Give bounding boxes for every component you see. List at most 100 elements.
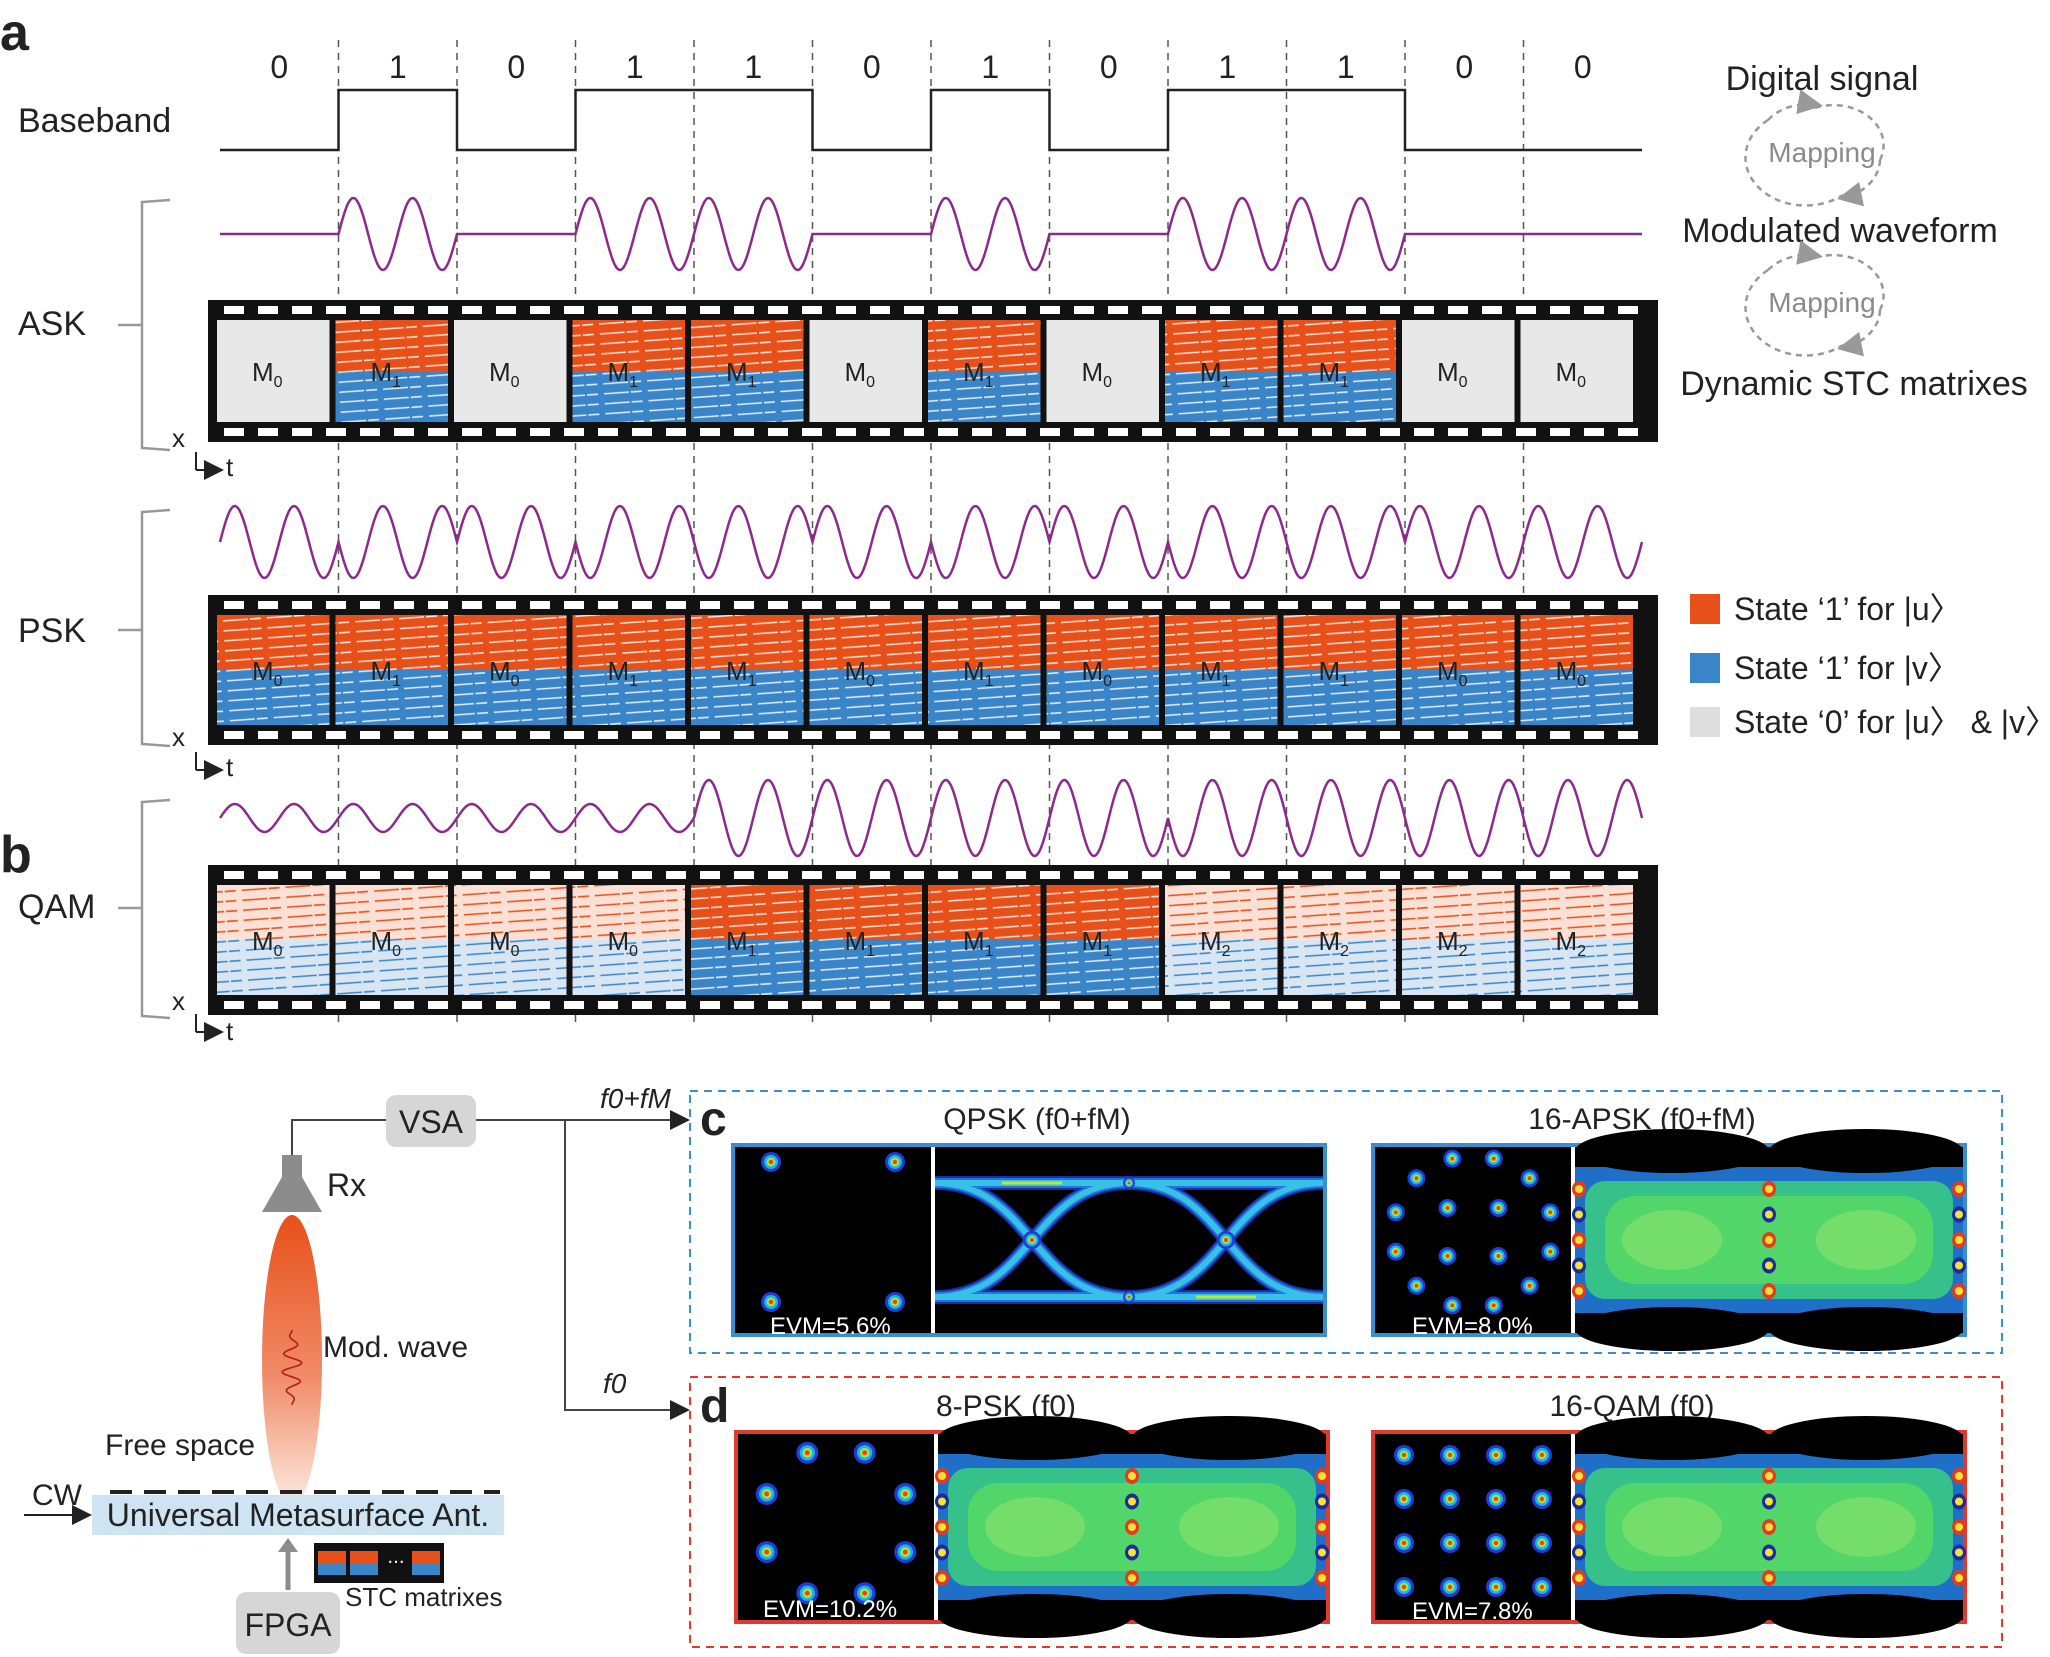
qpsk-evm: EVM=5.6% bbox=[770, 1313, 891, 1340]
constellation-diagram bbox=[735, 1147, 931, 1333]
stc-matrix-frame: M0 bbox=[572, 885, 685, 995]
stc-matrix-frame: M1 bbox=[691, 320, 804, 422]
panel-b: VSA f0+fM f0 Rx Mod. wave Free space Uni… bbox=[24, 1083, 690, 1654]
matrix-label: M1 bbox=[607, 357, 638, 391]
eye-diagram bbox=[1572, 1416, 1966, 1638]
stc-matrix-frame: M0 bbox=[1402, 320, 1515, 422]
modulated-beam bbox=[262, 1215, 322, 1505]
stc-matrix-frame: M1 bbox=[572, 320, 685, 422]
stc-matrix-frame: M1 bbox=[1283, 320, 1396, 422]
bit-label: 1 bbox=[626, 49, 644, 85]
bit-label: 0 bbox=[1574, 49, 1592, 85]
stc-matrix-frame: M0 bbox=[809, 320, 922, 422]
qam16-plot bbox=[1371, 1416, 1967, 1638]
legend-text-zero: State ‘0’ for |u〉 & |v〉 bbox=[1734, 704, 2050, 740]
branch-bottom-label: f0 bbox=[603, 1368, 627, 1399]
stc-matrix-frame: M2 bbox=[1283, 885, 1396, 995]
bit-label: 0 bbox=[270, 49, 288, 85]
stc-matrix-frame: M0 bbox=[1520, 320, 1633, 422]
stc-matrix-frame: M1 bbox=[1165, 320, 1278, 422]
matrix-label: M1 bbox=[607, 656, 638, 690]
panel-label-c: c bbox=[700, 1093, 727, 1146]
mapping-label-2: Mapping bbox=[1768, 287, 1875, 318]
legend-text-u: State ‘1’ for |u〉 bbox=[1734, 591, 1962, 627]
stc-matrix-frame: M1 bbox=[928, 885, 1041, 995]
stc-matrix-frame: M0 bbox=[1046, 320, 1159, 422]
stc-matrix-frame: M0 bbox=[217, 885, 330, 995]
qpsk-plot bbox=[731, 1143, 1327, 1337]
baseband-label: Baseband bbox=[18, 102, 171, 140]
stc-matrix-frame: M0 bbox=[217, 320, 330, 422]
stc-matrix-frame: M1 bbox=[1046, 885, 1159, 995]
psk-waveform bbox=[218, 504, 1644, 580]
vsa-label: VSA bbox=[399, 1104, 464, 1140]
fpga-label: FPGA bbox=[244, 1607, 332, 1643]
stc-matrix-frame: M1 bbox=[335, 320, 448, 422]
constellation-diagram bbox=[1375, 1147, 1571, 1333]
matrix-label: M1 bbox=[1200, 357, 1231, 391]
svg-text:t: t bbox=[226, 752, 234, 782]
ask-label: ASK bbox=[18, 305, 86, 343]
stc-matrix-frame: M0 bbox=[454, 320, 567, 422]
mapping-label-1: Mapping bbox=[1768, 137, 1875, 168]
stc-matrix-frame: M0 bbox=[1046, 615, 1159, 725]
matrix-label: M1 bbox=[370, 357, 401, 391]
stc-matrix-frame: M2 bbox=[1165, 885, 1278, 995]
beam-wave-icon bbox=[281, 1329, 303, 1406]
bit-label: 1 bbox=[981, 49, 999, 85]
legend-text-v: State ‘1’ for |v〉 bbox=[1734, 650, 1960, 686]
apsk16-plot bbox=[1371, 1129, 1967, 1351]
legend-swatch-u bbox=[1690, 594, 1720, 624]
legend-swatch-v bbox=[1690, 653, 1720, 683]
panel-d-frame bbox=[689, 1376, 2003, 1648]
panel-label-a: a bbox=[0, 4, 30, 62]
constellation-diagram bbox=[1375, 1434, 1571, 1620]
mapping-flow: Digital signal Mapping Modulated wavefor… bbox=[1680, 60, 2028, 403]
svg-text:x: x bbox=[172, 722, 185, 752]
baseband-signal bbox=[220, 88, 1642, 152]
bit-label: 1 bbox=[1337, 49, 1355, 85]
stc-matrixes-label: STC matrixes bbox=[345, 1582, 502, 1612]
stc-matrix-frame: M0 bbox=[335, 885, 448, 995]
rx-label: Rx bbox=[327, 1167, 366, 1203]
apsk16-evm: EVM=8.0% bbox=[1412, 1313, 1533, 1340]
modulated-waveform-label: Modulated waveform bbox=[1682, 212, 1998, 250]
mod-wave-label: Mod. wave bbox=[323, 1331, 468, 1364]
bit-label: 0 bbox=[1100, 49, 1118, 85]
stc-matrix-frame: M1 bbox=[928, 615, 1041, 725]
stc-matrix-frame: M1 bbox=[691, 615, 804, 725]
qam-waveform bbox=[218, 778, 1644, 858]
matrix-label: M1 bbox=[963, 656, 994, 690]
bit-label: 1 bbox=[744, 49, 762, 85]
mini-stc-strip: ··· bbox=[314, 1543, 444, 1583]
dynamic-stc-label: Dynamic STC matrixes bbox=[1680, 365, 2028, 403]
eye-diagram bbox=[1572, 1129, 1966, 1351]
ask-waveform bbox=[220, 196, 1642, 272]
qam-axes: x t bbox=[172, 986, 234, 1046]
branch-top-label: f0+fM bbox=[600, 1083, 671, 1114]
psk-axes: x t bbox=[172, 722, 234, 782]
psk-bracket bbox=[140, 508, 171, 748]
eye-diagram bbox=[934, 1147, 1324, 1333]
bit-label: 1 bbox=[389, 49, 407, 85]
stc-matrix-frame: M1 bbox=[1165, 615, 1278, 725]
qam16-evm: EVM=7.8% bbox=[1412, 1598, 1533, 1625]
stc-matrix-frame: M1 bbox=[1283, 615, 1396, 725]
stc-matrix-frame: M2 bbox=[1402, 885, 1515, 995]
stc-matrix-frame: M0 bbox=[809, 615, 922, 725]
qpsk-title: QPSK (f0+fM) bbox=[943, 1103, 1131, 1136]
stc-matrix-frame: M0 bbox=[1402, 615, 1515, 725]
constellation-diagram bbox=[738, 1434, 934, 1620]
stc-matrix-frame: M0 bbox=[217, 615, 330, 725]
stc-matrix-frame: M0 bbox=[454, 885, 567, 995]
legend: State ‘1’ for |u〉 State ‘1’ for |v〉 Stat… bbox=[1690, 591, 2050, 740]
bit-label: 0 bbox=[1455, 49, 1473, 85]
stc-matrix-frame: M1 bbox=[335, 615, 448, 725]
stc-matrix-frame: M1 bbox=[928, 320, 1041, 422]
